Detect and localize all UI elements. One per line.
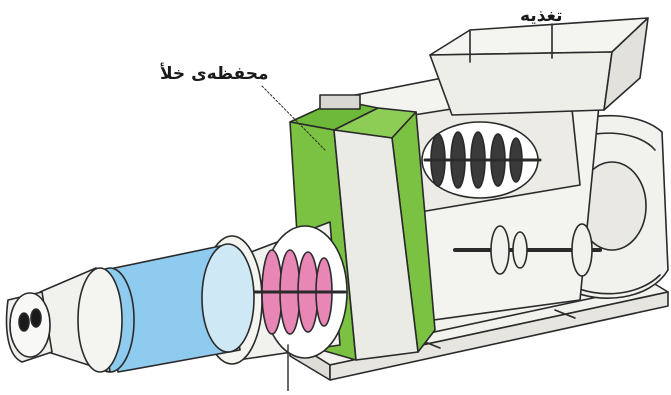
label-feed: تغذیه bbox=[520, 6, 563, 26]
label-vacuum-chamber: محفظه‌ی خلأ bbox=[160, 64, 269, 84]
feed-hopper bbox=[430, 18, 648, 115]
feed-screw bbox=[422, 122, 540, 198]
